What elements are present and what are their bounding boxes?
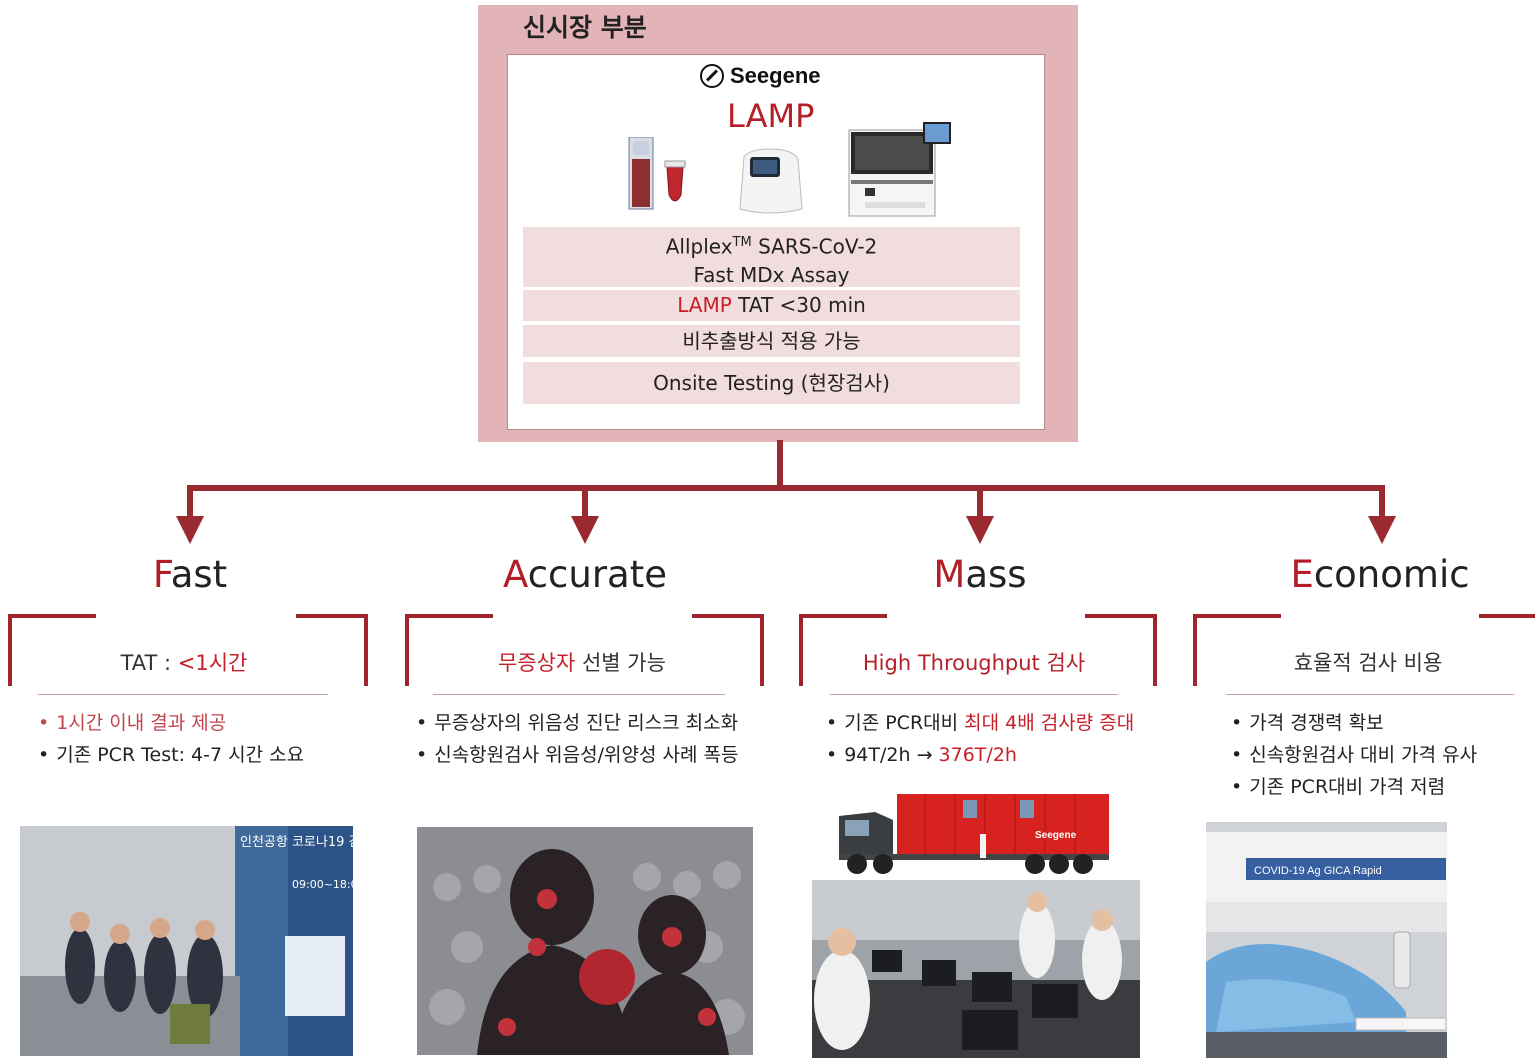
brand-name: Seegene xyxy=(730,63,821,88)
truck-brand-text: Seegene xyxy=(1035,830,1077,841)
arrow-down-icon xyxy=(176,516,204,544)
branch-connector xyxy=(176,440,1396,544)
asymptomatic-crowd-photo xyxy=(417,827,753,1055)
seegene-logo-icon xyxy=(700,64,724,88)
economic-title: Economic xyxy=(1290,553,1470,596)
high-throughput-lab-photo xyxy=(812,880,1140,1058)
list-item: 가격 경쟁력 확보 xyxy=(1231,707,1477,739)
fast-subtitle: TAT : <1시간 xyxy=(120,651,248,675)
mass-bracket xyxy=(799,614,1157,686)
list-item: 기존 PCR대비 최대 4배 검사량 증대 xyxy=(826,707,1134,739)
mobile-lab-truck-image: Seegene xyxy=(839,794,1109,874)
airport-hours-text: 09:00~18:00 xyxy=(292,878,353,891)
tat-highlight: LAMP xyxy=(677,293,732,317)
economic-bracket xyxy=(1193,614,1535,686)
product-name-line2: Fast MDx Assay xyxy=(693,262,850,287)
accurate-subtitle: 무증상자 선별 가능 xyxy=(498,651,666,675)
list-item: 기존 PCR대비 가격 저렴 xyxy=(1231,771,1477,803)
tat-text: TAT <30 min xyxy=(731,293,866,317)
new-market-title: 신시장 부분 xyxy=(523,13,647,42)
list-item: 1시간 이내 결과 제공 xyxy=(38,707,304,739)
portable-analyzer-image xyxy=(739,148,803,214)
tat-row: LAMP TAT <30 min xyxy=(523,290,1020,321)
rapid-antigen-kit-photo: COVID-19 Ag GICA Rapid xyxy=(1206,822,1447,1058)
economic-bullets: 가격 경쟁력 확보 신속항원검사 대비 가격 유사 기존 PCR대비 가격 저렴 xyxy=(1231,707,1477,803)
airport-test-center-photo: 인천공항 코로나19 검사센터 09:00~18:00 xyxy=(20,826,353,1056)
onsite-testing-row: Onsite Testing (현장검사) xyxy=(523,362,1020,404)
list-item: 기존 PCR Test: 4-7 시간 소요 xyxy=(38,739,304,771)
fast-divider xyxy=(38,694,328,695)
arrow-down-icon xyxy=(571,516,599,544)
list-item: 무증상자의 위음성 진단 리스크 최소화 xyxy=(416,707,738,739)
accurate-bracket xyxy=(405,614,764,686)
economic-subtitle: 효율적 검사 비용 xyxy=(1293,651,1443,675)
sample-tube-image xyxy=(628,137,686,210)
airport-sign-text: 인천공항 코로나19 검사센터 xyxy=(240,835,353,850)
extraction-free-row: 비추출방식 적용 가능 xyxy=(523,325,1020,357)
fast-bracket xyxy=(8,614,368,686)
mass-bullets: 기존 PCR대비 최대 4배 검사량 증대 94T/2h → 376T/2h xyxy=(826,707,1134,771)
accurate-divider xyxy=(433,694,725,695)
accurate-title: Accurate xyxy=(503,553,667,596)
lamp-title: LAMP xyxy=(727,97,815,135)
list-item: 94T/2h → 376T/2h xyxy=(826,739,1134,771)
product-name-line1: AllplexTM SARS-CoV-2 xyxy=(665,234,878,259)
fast-bullets: 1시간 이내 결과 제공 기존 PCR Test: 4-7 시간 소요 xyxy=(38,707,304,771)
list-item: 신속항원검사 대비 가격 유사 xyxy=(1231,739,1477,771)
mass-title: Mass xyxy=(933,553,1027,596)
accurate-bullets: 무증상자의 위음성 진단 리스크 최소화 신속항원검사 위음성/위양성 사례 폭… xyxy=(416,707,738,771)
brand-header: Seegene xyxy=(700,63,821,89)
list-item: 신속항원검사 위음성/위양성 사례 폭등 xyxy=(416,739,738,771)
kit-label-text: COVID-19 Ag GICA Rapid xyxy=(1254,865,1382,877)
arrow-down-icon xyxy=(1368,516,1396,544)
fast-title: Fast xyxy=(152,553,228,596)
economic-divider xyxy=(1226,694,1514,695)
product-name-row: AllplexTM SARS-CoV-2 Fast MDx Assay xyxy=(523,227,1020,287)
arrow-down-icon xyxy=(966,516,994,544)
automated-system-image xyxy=(848,122,951,217)
mass-subtitle: High Throughput 검사 xyxy=(862,651,1086,675)
mass-divider xyxy=(830,694,1118,695)
trademark-mark: TM xyxy=(732,235,752,250)
